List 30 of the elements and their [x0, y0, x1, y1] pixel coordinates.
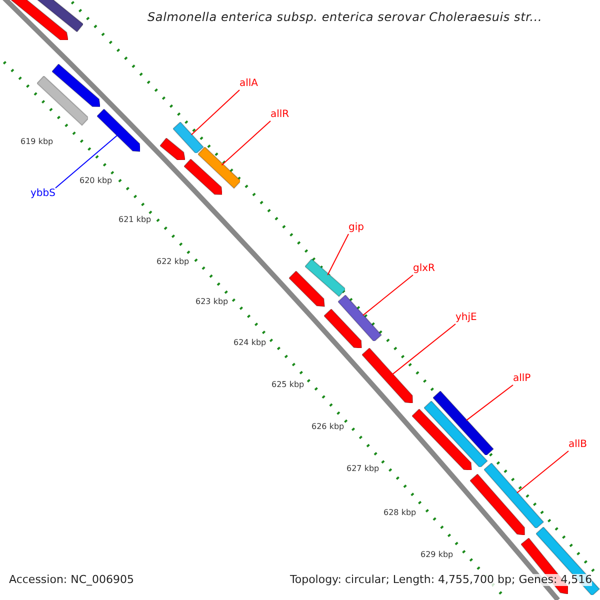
leader-line — [55, 134, 118, 188]
scale-label: 627 kbp — [346, 464, 380, 473]
gene-label: yhjE — [456, 312, 477, 324]
gene-label: allA — [240, 78, 258, 90]
gene-label: allP — [513, 373, 531, 384]
leader-line — [221, 120, 271, 166]
leader-line — [362, 274, 414, 316]
gene-label: glxR — [413, 263, 435, 274]
scale-label: 626 kbp — [312, 422, 344, 431]
scale-label: 619 kbp — [20, 136, 54, 146]
summary-text: Topology: circular; Length: 4,755,700 bp; Genes: 4,516 — [290, 574, 592, 586]
leader-line — [516, 450, 569, 494]
leader-line — [190, 90, 240, 136]
scale-label: 622 kbp — [156, 256, 190, 266]
scale-label: 625 kbp — [272, 380, 304, 389]
scale-label: 628 kbp — [384, 508, 416, 517]
scale-label: 623 kbp — [196, 296, 228, 306]
map-title: Salmonella enterica subsp. enterica serovar Choleraesuis str... — [148, 11, 542, 25]
leader-line — [327, 234, 349, 276]
leader-line — [466, 384, 514, 421]
scale-label: 629 kbp — [420, 550, 454, 559]
accession-text: Accession: NC_006905 — [9, 574, 134, 586]
gene-label: gip — [348, 222, 364, 234]
gene-label: ybbS — [30, 188, 56, 200]
leader-line — [392, 324, 456, 375]
gene-label: allR — [270, 109, 290, 120]
scale-label: 621 kbp — [118, 214, 152, 224]
scale-label: 620 kbp — [80, 176, 112, 185]
scale-label: 624 kbp — [234, 338, 266, 347]
gene-label: allB — [568, 439, 588, 450]
